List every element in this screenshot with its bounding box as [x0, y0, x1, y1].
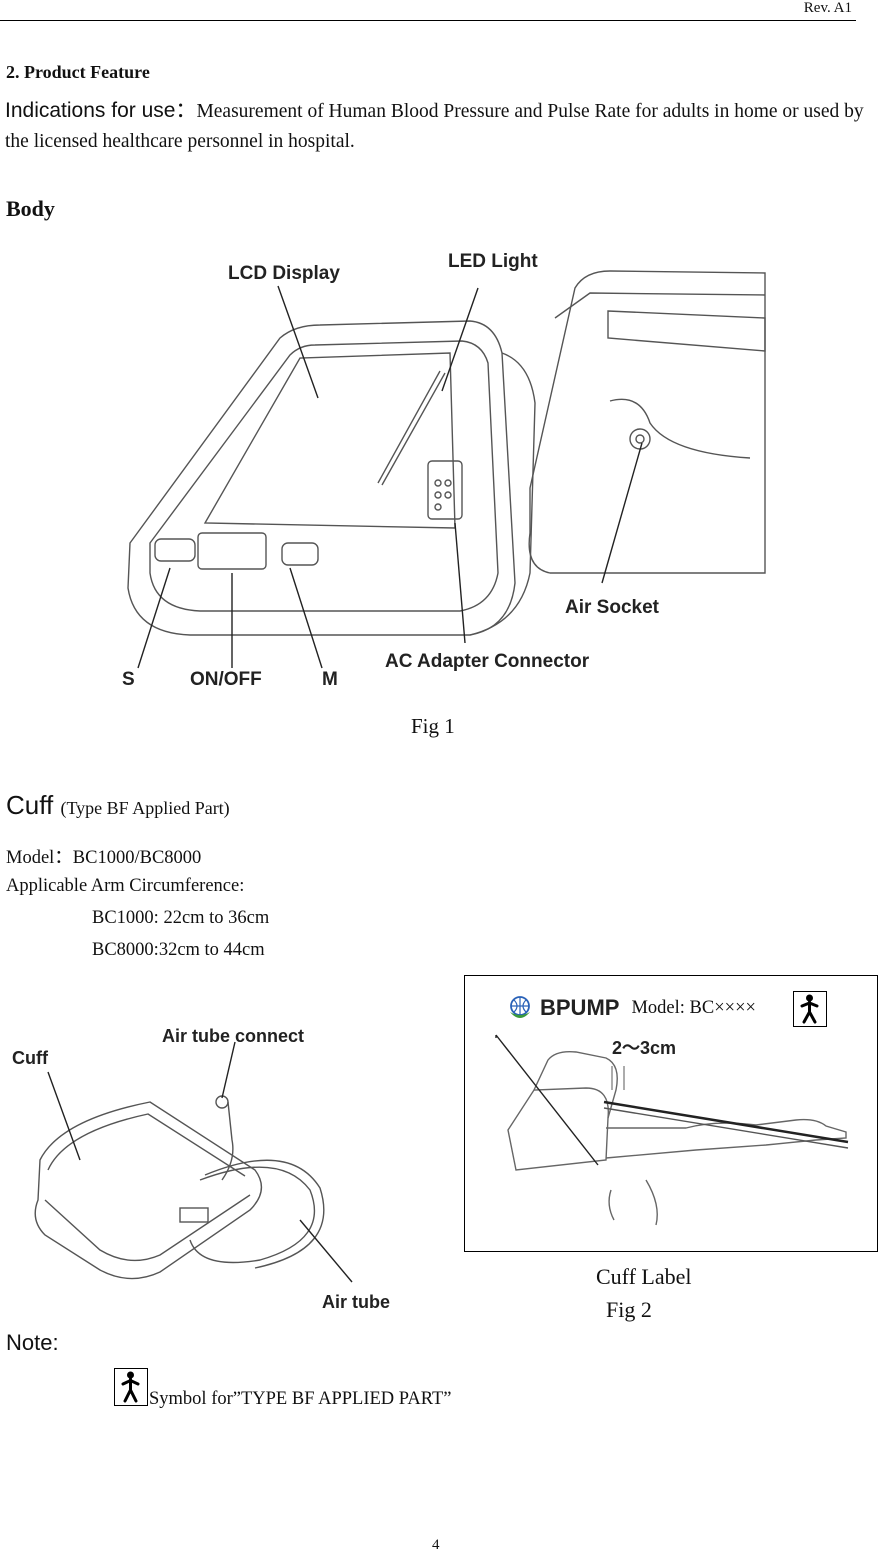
air-tube-label: Air tube	[322, 1292, 390, 1312]
arm-circumference-label: Applicable Arm Circumference:	[6, 876, 245, 896]
cuff-label-card	[464, 975, 878, 1252]
arm-cuff-diagram: 2～3cm	[495, 1034, 849, 1226]
page-number: 4	[432, 1537, 440, 1553]
cuff-label-caption: Cuff Label	[596, 1264, 692, 1289]
cuff-illustration: Cuff Air tube connect Air tube	[12, 1026, 390, 1312]
indications-label: Indications for use：	[5, 99, 197, 122]
cuff-label: Cuff	[12, 1048, 49, 1068]
bf-applied-part-icon	[114, 1368, 148, 1406]
body-heading: Body	[6, 196, 55, 221]
cuff-title: Cuff	[6, 790, 54, 820]
brand-name: BPUMP	[540, 995, 620, 1020]
lcd-display-label: LCD Display	[228, 263, 340, 284]
led-light-label: LED Light	[448, 251, 538, 272]
cuff-subtitle: (Type BF Applied Part)	[60, 798, 230, 818]
bc8000-range: BC8000:32cm to 44cm	[92, 940, 265, 960]
symbol-description: Symbol for”TYPE BF APPLIED PART”	[149, 1389, 452, 1409]
m-button-label: M	[322, 669, 338, 690]
bf-applied-part-icon	[793, 991, 827, 1027]
indications-text: Measurement of Human Blood Pressure and …	[5, 101, 864, 152]
device-illustration: LCD Display LED Light Air Socket AC Adap…	[122, 251, 766, 690]
label-model: Model: BC××××	[631, 997, 756, 1018]
fig1-caption: Fig 1	[411, 714, 455, 738]
brand-row: BPUMP Model: BC××××	[506, 994, 756, 1022]
air-socket-label: Air Socket	[565, 597, 660, 618]
s-button-label: S	[122, 669, 135, 690]
header-rule	[0, 20, 856, 21]
air-tube-connect-label: Air tube connect	[162, 1026, 304, 1046]
onoff-button-label: ON/OFF	[190, 669, 262, 690]
bpump-logo-icon	[510, 996, 530, 1018]
bc1000-range: BC1000: 22cm to 36cm	[92, 908, 270, 928]
cuff-heading: Cuff (Type BF Applied Part)	[6, 790, 230, 821]
indications-paragraph: Indications for use：Measurement of Human…	[5, 96, 875, 157]
ac-adapter-label: AC Adapter Connector	[385, 651, 590, 672]
revision-label: Rev. A1	[803, 0, 852, 16]
section-title: 2. Product Feature	[6, 62, 150, 82]
cuff-model: Model：BC1000/BC8000	[6, 848, 202, 868]
fig2-caption: Fig 2	[606, 1297, 652, 1322]
note-heading: Note:	[6, 1330, 59, 1355]
measure-label: 2～3cm	[612, 1038, 676, 1058]
